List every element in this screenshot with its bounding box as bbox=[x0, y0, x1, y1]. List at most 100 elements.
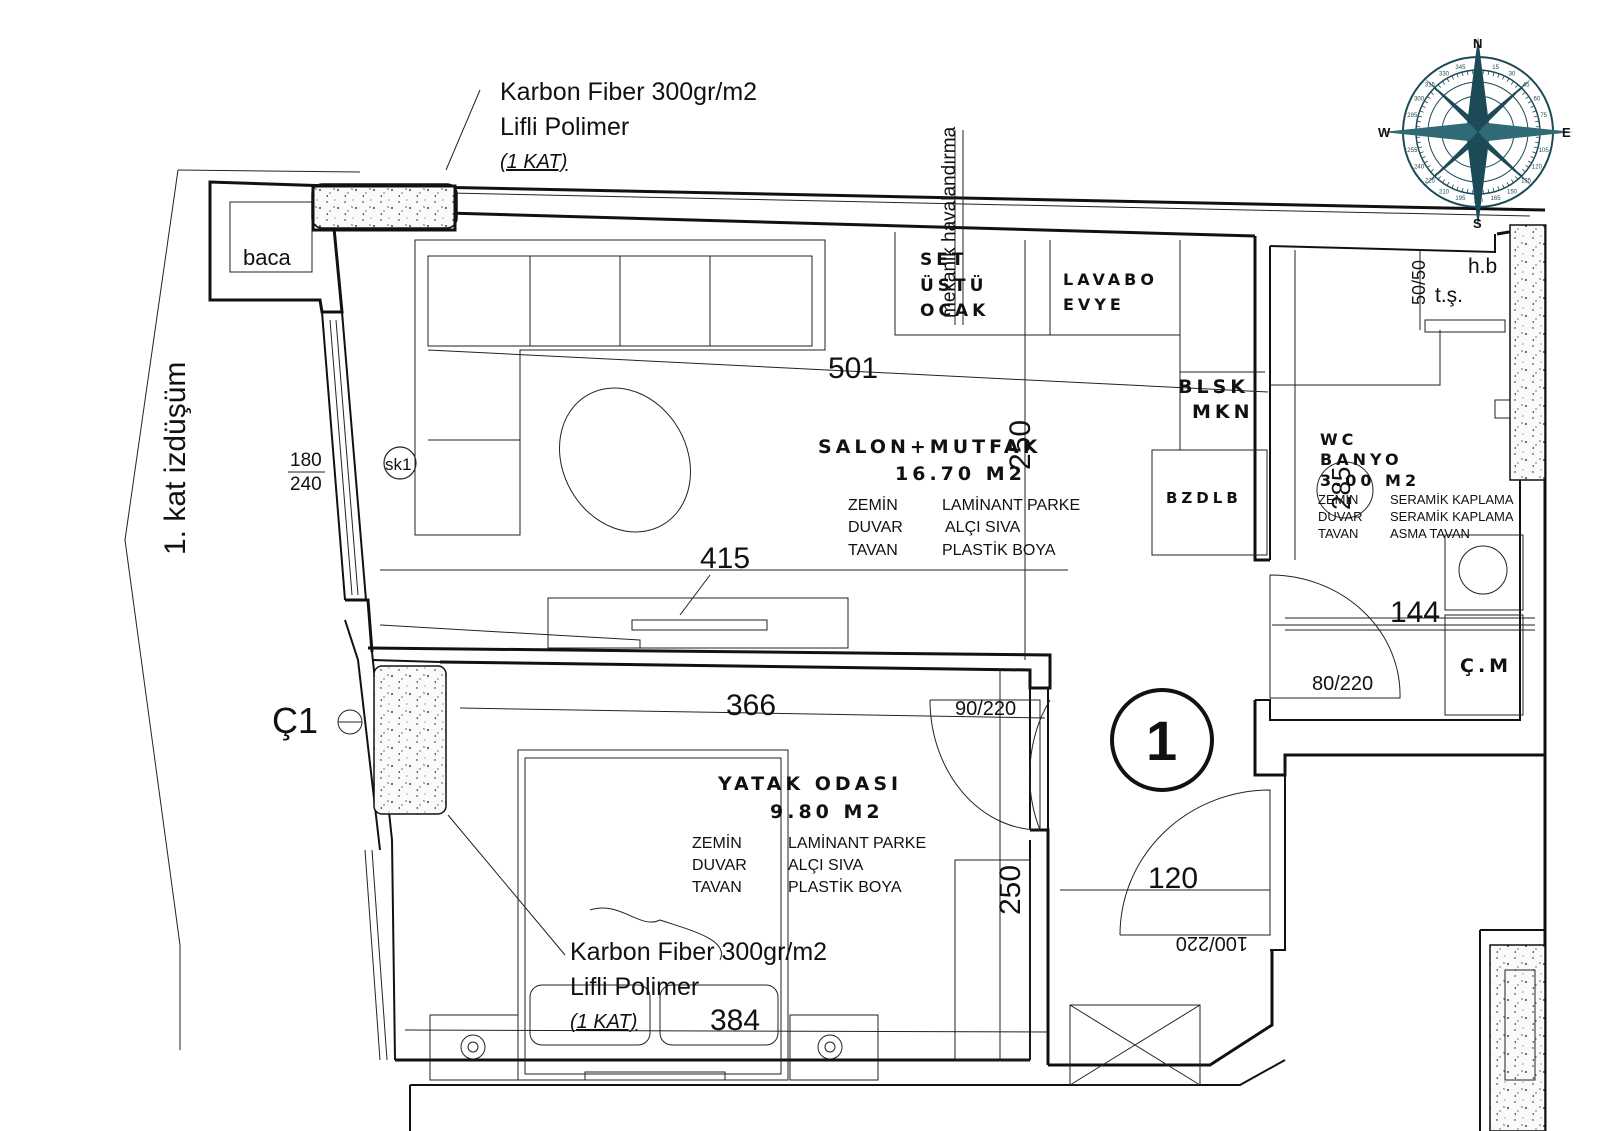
bedroom-name: YATAK ODASI bbox=[717, 773, 902, 795]
compass-tick: 60 bbox=[1534, 97, 1541, 103]
dishwasher-line1: BLSK bbox=[1178, 376, 1249, 398]
furniture bbox=[379, 232, 1535, 1086]
room-salon: SALON+MUTFAK 16.70 M2 ZEMİN DUVAR TAVAN … bbox=[818, 436, 1080, 559]
bath-floor-label: ZEMİN bbox=[1318, 492, 1358, 507]
doors bbox=[929, 574, 1401, 936]
dim-bath-width: 144 bbox=[1390, 596, 1440, 629]
room-bath: WC BANYO 3.00 M2 ZEMİN DUVAR TAVAN SERAM… bbox=[1318, 430, 1514, 541]
concrete-columns bbox=[311, 183, 1546, 1131]
compass-tick: 255 bbox=[1407, 148, 1418, 154]
carbon-top-line1: Karbon Fiber 300gr/m2 bbox=[500, 78, 757, 106]
compass-tick-mark bbox=[1419, 151, 1424, 154]
salon-wall-label: DUVAR bbox=[848, 519, 903, 536]
bath-name-line1: WC bbox=[1320, 430, 1357, 449]
bedroom-floor-value: LAMİNANT PARKE bbox=[788, 833, 926, 852]
compass-tick-mark bbox=[1466, 189, 1469, 194]
compass-tick-mark bbox=[1525, 164, 1530, 168]
compass-tick-mark bbox=[1446, 78, 1450, 82]
compass-tick-mark bbox=[1518, 172, 1523, 177]
compass-tick-mark bbox=[1510, 179, 1514, 184]
compass-tick-mark bbox=[1532, 110, 1537, 113]
column-label: Ç1 bbox=[272, 700, 318, 741]
dim-salon-height: 250 bbox=[1004, 420, 1037, 470]
salon-floor-label: ZEMİN bbox=[848, 495, 898, 514]
compass-tick: 135 bbox=[1521, 179, 1532, 185]
compass-tick: 105 bbox=[1539, 148, 1550, 154]
bedroom-ceiling-label: TAVAN bbox=[692, 879, 742, 896]
east-concrete-wall bbox=[1509, 224, 1546, 481]
bedroom-wall-value: ALÇI SIVA bbox=[788, 857, 864, 874]
bedroom-ceiling-value: PLASTİK BOYA bbox=[788, 877, 902, 896]
dim-door-bath: 80/220 bbox=[1312, 673, 1373, 695]
compass-tick-mark bbox=[1506, 182, 1510, 186]
salon-ceiling-value: PLASTİK BOYA bbox=[942, 540, 1056, 559]
compass-tick-mark bbox=[1461, 72, 1464, 77]
compass-tick-mark bbox=[1430, 168, 1434, 173]
carbon-top-line3: (1 KAT) bbox=[500, 151, 567, 173]
compass-tick-mark bbox=[1442, 80, 1446, 85]
bath-ceiling-value: ASMA TAVAN bbox=[1390, 526, 1470, 541]
ventilation-label: mekanik havalandırma bbox=[939, 126, 960, 318]
compass-tick-mark bbox=[1502, 184, 1505, 189]
compass-tick-mark bbox=[1461, 187, 1464, 192]
compass-tick-mark bbox=[1437, 176, 1442, 180]
carbon-fiber-beam-top bbox=[311, 183, 458, 229]
salon-floor-value: LAMİNANT PARKE bbox=[942, 495, 1080, 514]
salon-wall-value: ALÇI SIVA bbox=[945, 519, 1021, 536]
sink-line2: EVYE bbox=[1063, 295, 1125, 314]
bath-floor-value: SERAMİK KAPLAMA bbox=[1390, 492, 1514, 507]
hob-line1: SET bbox=[920, 250, 967, 270]
bath-ceiling-label: TAVAN bbox=[1318, 526, 1358, 541]
carbon-bottom-line1: Karbon Fiber 300gr/m2 bbox=[570, 938, 827, 966]
compass-tick-mark bbox=[1533, 146, 1538, 149]
compass-tick-mark bbox=[1522, 168, 1526, 173]
toilet-label: t.ş. bbox=[1435, 284, 1463, 307]
compass-tick-mark bbox=[1487, 70, 1490, 75]
salon-name: SALON+MUTFAK bbox=[818, 436, 1041, 458]
compass-tick-mark bbox=[1530, 156, 1535, 159]
compass-tick-mark bbox=[1446, 182, 1450, 186]
bath-name-line2: BANYO bbox=[1320, 450, 1403, 469]
salon-area: 16.70 M2 bbox=[895, 463, 1026, 485]
bath-wall-label: DUVAR bbox=[1318, 509, 1363, 524]
compass-tick-mark bbox=[1456, 186, 1459, 191]
compass-tick-mark bbox=[1532, 151, 1537, 154]
compass-tick-mark bbox=[1433, 87, 1438, 92]
heater-label: h.b bbox=[1468, 255, 1497, 278]
compass-tick: 165 bbox=[1491, 196, 1502, 202]
compass-tick-mark bbox=[1416, 141, 1421, 144]
compass-rose: 1530456075901051201351501651801952102252… bbox=[1378, 36, 1573, 231]
hob-line2: ÜSTÜ bbox=[920, 274, 987, 296]
compass-tick-mark bbox=[1510, 80, 1514, 85]
compass-tick-mark bbox=[1451, 184, 1454, 189]
dim-door-bedroom: 90/220 bbox=[955, 698, 1016, 720]
compass-tick-mark bbox=[1514, 176, 1519, 180]
compass-tick: 330 bbox=[1439, 72, 1450, 78]
bedroom-wall-label: DUVAR bbox=[692, 857, 747, 874]
compass-tick-mark bbox=[1451, 75, 1454, 80]
hob-line3: OCAK bbox=[920, 301, 989, 321]
compass-tick: 285 bbox=[1407, 113, 1418, 119]
compass-tick-mark bbox=[1506, 78, 1510, 82]
compass-tick-mark bbox=[1424, 100, 1428, 104]
compass-tick-mark bbox=[1433, 172, 1438, 177]
dimension-labels: 501 250 415 366 250 384 120 144 285 180 … bbox=[288, 260, 1440, 1037]
annotations: Karbon Fiber 300gr/m2 Lifli Polimer (1 K… bbox=[159, 78, 1214, 1033]
compass-west: W bbox=[1378, 125, 1391, 140]
compass-tick-mark bbox=[1419, 110, 1424, 113]
carbon-bottom-line3: (1 KAT) bbox=[570, 1011, 637, 1033]
compass-tick-mark bbox=[1528, 100, 1532, 104]
dim-hall: 120 bbox=[1148, 862, 1198, 895]
compass-tick-mark bbox=[1514, 84, 1519, 88]
compass-tick-mark bbox=[1421, 105, 1426, 108]
dim-salon-width: 501 bbox=[828, 352, 878, 385]
column-tag: sk1 bbox=[385, 455, 411, 474]
compass-tick: 240 bbox=[1414, 165, 1425, 171]
bath-area: 3.00 M2 bbox=[1320, 471, 1420, 490]
compass-tick: 315 bbox=[1425, 82, 1436, 88]
compass-tick: 75 bbox=[1540, 113, 1547, 119]
chimney-label: baca bbox=[243, 245, 291, 270]
dim-window-sk1-bottom: 240 bbox=[290, 474, 322, 495]
carbon-top-line2: Lifli Polimer bbox=[500, 113, 629, 141]
